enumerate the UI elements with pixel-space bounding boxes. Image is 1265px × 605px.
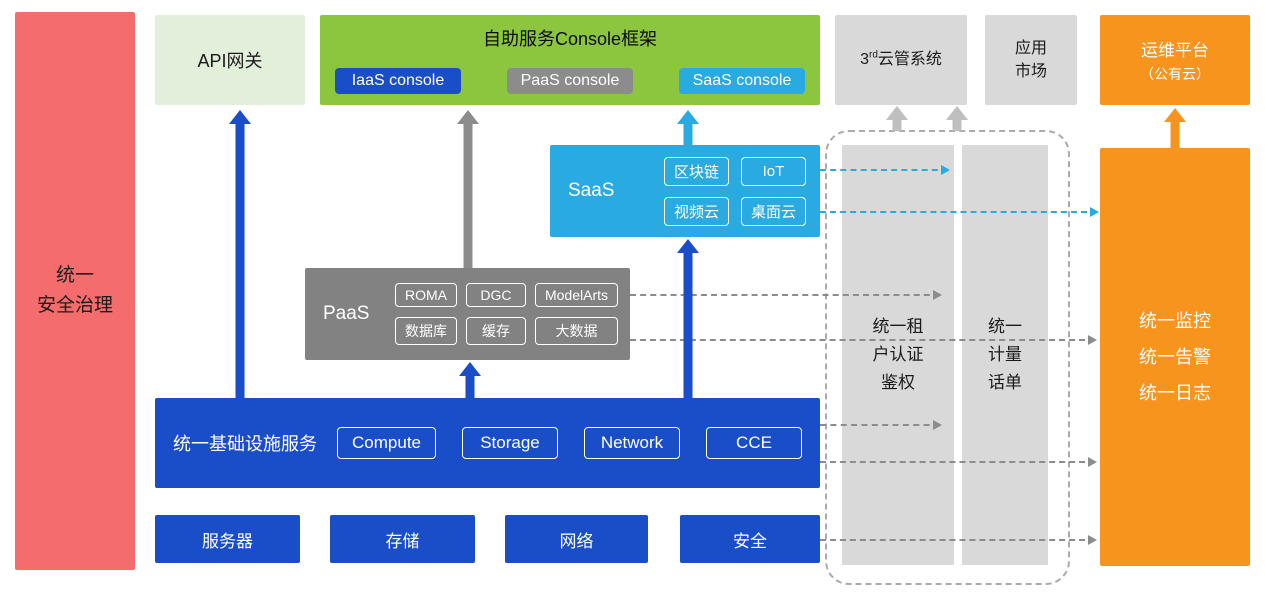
security-box: 安全 [680, 515, 820, 563]
dashed-infra-to-auth [820, 420, 942, 430]
saas-chips: 区块链 IoT 视频云 桌面云 [663, 156, 806, 226]
dashed-paas-to-auth [630, 290, 942, 300]
dashed-saas-to-auth [820, 165, 950, 175]
saas-label: SaaS [568, 180, 615, 201]
third-party-cloud-box: 3rd云管系统 [835, 15, 967, 105]
arrow-billing-to-third-party [946, 106, 968, 131]
arrow-infra-to-api-gateway [229, 110, 251, 399]
chip-database: 数据库 [394, 317, 457, 345]
chip-cache: 缓存 [465, 317, 526, 345]
console-frame-title: 自助服务Console框架 [482, 29, 658, 49]
arrow-paas-to-console [457, 110, 479, 268]
paas-chips: ROMA DGC ModelArts 数据库 缓存 大数据 [394, 283, 618, 345]
chip-iot: IoT [740, 156, 806, 186]
storage-box: 存储 [330, 515, 475, 563]
chip-desktop-cloud: 桌面云 [740, 196, 806, 226]
billing-label: 统一 计量 话单 [988, 316, 1022, 393]
saas-box: SaaS 区块链 IoT 视频云 桌面云 [550, 145, 820, 237]
chip-bigdata: 大数据 [534, 317, 618, 345]
paas-box: PaaS ROMA DGC ModelArts 数据库 缓存 大数据 [305, 268, 630, 360]
network-box: 网络 [505, 515, 648, 563]
app-market-box: 应用 市场 [985, 15, 1077, 105]
tenant-auth-label: 统一租 户认证 鉴权 [872, 316, 924, 393]
chip-network: Network [584, 427, 680, 459]
arrow-monitoring-to-ops [1164, 108, 1186, 148]
arrow-infra-to-saas [677, 239, 699, 398]
dashed-paas-to-monitoring [630, 335, 1097, 345]
arrow-infra-to-paas [459, 362, 481, 398]
iaas-console-button: IaaS console [335, 68, 461, 94]
security-governance-label: 统一 安全治理 [36, 264, 113, 316]
chip-compute: Compute [337, 427, 436, 459]
arrow-saas-to-console [677, 110, 699, 145]
chip-storage: Storage [462, 427, 558, 459]
chip-video-cloud: 视频云 [663, 196, 729, 226]
third-party-num: 3 [860, 51, 869, 69]
billing-bar: 统一 计量 话单 [962, 145, 1048, 565]
tenant-auth-bar: 统一租 户认证 鉴权 [842, 145, 954, 565]
ops-platform-subtitle: （公有云） [1140, 66, 1210, 82]
storage-label: 存储 [385, 531, 420, 551]
monitoring-box: 统一监控 统一告警 统一日志 [1100, 148, 1250, 566]
saas-console-button: SaaS console [679, 68, 805, 94]
console-frame-box: 自助服务Console框架 IaaS console PaaS console … [320, 15, 820, 105]
chip-blockchain: 区块链 [663, 156, 729, 186]
app-market-label: 应用 市场 [1014, 39, 1047, 80]
security-governance-bar: 统一 安全治理 [15, 12, 135, 570]
ops-platform-title: 运维平台 [1141, 41, 1209, 60]
console-buttons-row: IaaS console PaaS console SaaS console [335, 68, 805, 94]
chip-modelarts: ModelArts [534, 283, 618, 307]
paas-console-button: PaaS console [507, 68, 633, 94]
network-label: 网络 [559, 531, 594, 551]
arrow-auth-to-third-party [886, 106, 908, 131]
paas-label: PaaS [323, 303, 370, 324]
monitoring-label: 统一监控 统一告警 统一日志 [1139, 311, 1211, 403]
shared-services-container [825, 130, 1070, 585]
dashed-infra-to-monitoring [820, 457, 1097, 467]
server-label: 服务器 [202, 531, 253, 551]
third-party-cloud-label: 3rd云管系统 [860, 48, 942, 71]
api-gateway-box: API网关 [155, 15, 305, 105]
infrastructure-label: 统一基础设施服务 [173, 434, 317, 454]
infrastructure-chips: Compute Storage Network CCE [337, 427, 802, 459]
third-party-rest: 云管系统 [877, 51, 942, 69]
third-party-sup: rd [868, 50, 878, 62]
server-box: 服务器 [155, 515, 300, 563]
infrastructure-box: 统一基础设施服务 Compute Storage Network CCE [155, 398, 820, 488]
chip-dgc: DGC [465, 283, 526, 307]
dashed-security-to-monitoring [820, 535, 1097, 545]
chip-cce: CCE [706, 427, 802, 459]
chip-roma: ROMA [394, 283, 457, 307]
ops-platform-box: 运维平台 （公有云） [1100, 15, 1250, 105]
security-label: 安全 [733, 531, 767, 551]
api-gateway-label: API网关 [197, 51, 263, 71]
dashed-saas-to-monitoring [820, 207, 1099, 217]
